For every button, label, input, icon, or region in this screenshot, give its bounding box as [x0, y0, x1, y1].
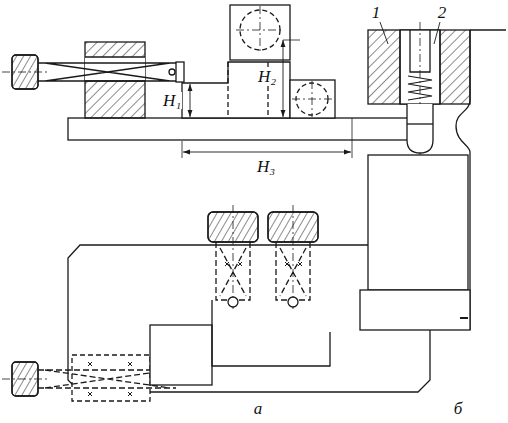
callout-number: 1	[371, 4, 382, 21]
callout-number: 2	[437, 4, 448, 21]
dim-label: H₃	[256, 158, 276, 175]
view-letter: б	[453, 400, 464, 417]
view-letter: а	[253, 400, 264, 417]
dim-label: H₁	[162, 92, 182, 109]
dim-label: H₂	[257, 68, 277, 85]
